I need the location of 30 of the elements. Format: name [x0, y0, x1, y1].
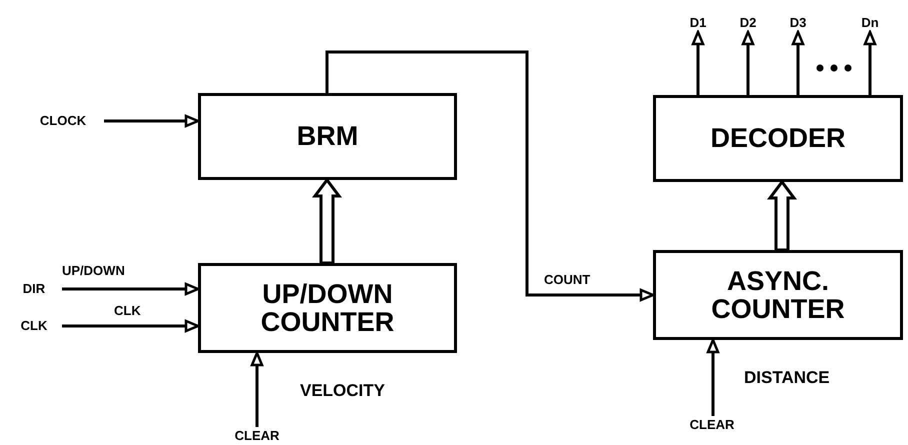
signal-arrow [706, 338, 720, 416]
signal-arrow [62, 320, 200, 332]
signal-name: CLK [6, 317, 62, 335]
block-box: ASYNC. COUNTER [653, 250, 903, 340]
signal-arrow [692, 30, 704, 95]
bus-arrow [312, 178, 342, 264]
signal-name: CLEAR [672, 416, 752, 434]
signal-arrow [62, 282, 200, 296]
block-box: UP/DOWN COUNTER [198, 263, 457, 353]
signal-name: D3 [784, 14, 812, 32]
signal-arrow [104, 114, 200, 128]
signal-name: D1 [684, 14, 712, 32]
signal-name: Dn [856, 14, 884, 32]
edge-label: COUNT [544, 273, 590, 286]
bus-arrow [767, 180, 797, 252]
signal-arrow [326, 50, 654, 302]
signal-arrow [864, 30, 876, 95]
block-box: DECODER [653, 95, 903, 182]
signal-name: CLOCK [22, 112, 104, 130]
signal-name: D2 [734, 14, 762, 32]
section-label: VELOCITY [300, 382, 386, 399]
signal-arrow [792, 30, 804, 95]
edge-label: CLK [114, 304, 141, 317]
signal-arrow [742, 30, 754, 95]
signal-arrow [250, 352, 264, 427]
section-label: DISTANCE [744, 369, 830, 386]
edge-label: UP/DOWN [62, 264, 125, 277]
signal-name: DIR [6, 280, 62, 298]
block-box: BRM [198, 93, 457, 180]
signal-name: CLEAR [217, 427, 297, 445]
